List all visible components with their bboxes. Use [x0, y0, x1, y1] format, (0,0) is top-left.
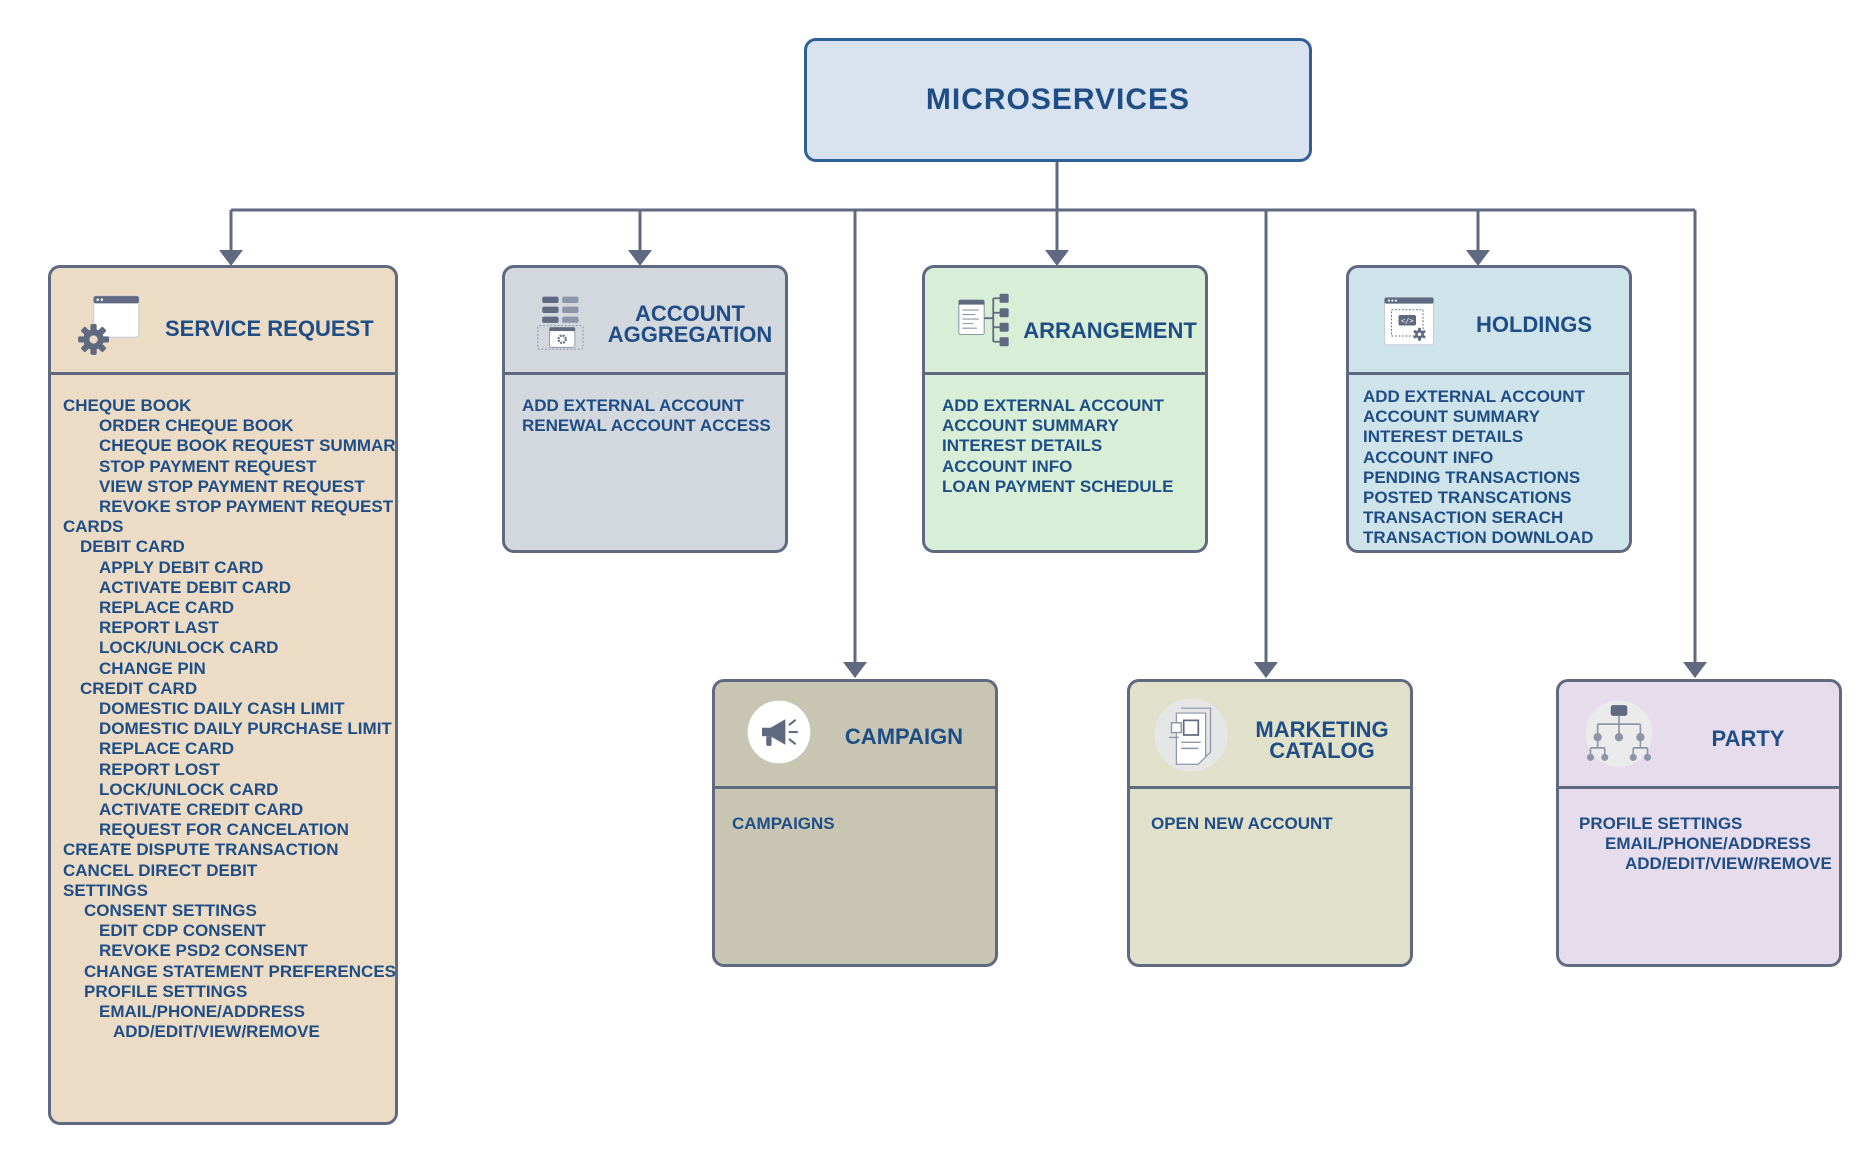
campaign-title: CAMPAIGN	[844, 723, 964, 749]
document-tree-icon	[958, 293, 1009, 347]
gear-window-icon	[78, 295, 140, 355]
list-item: TRANSACTION SERACH	[1363, 508, 1564, 528]
account-aggregation-box: ACCOUNT AGGREGATION ADD EXTERNAL ACCOUNT…	[502, 265, 788, 553]
arrangement-title: ARRANGEMENT	[1023, 317, 1197, 343]
list-item: EMAIL/PHONE/ADDRESS	[1559, 834, 1839, 854]
list-item: ORDER CHEQUE BOOK	[51, 416, 395, 436]
code-window-icon: </>	[1383, 296, 1435, 346]
list-item: OPEN NEW ACCOUNT	[1151, 814, 1333, 833]
service-request-box: SERVICE REQUEST CHEQUE BOOK ORDER CHEQUE…	[48, 265, 398, 1125]
account-aggregation-list: ADD EXTERNAL ACCOUNT RENEWAL ACCOUNT ACC…	[505, 396, 785, 436]
list-item: RENEWAL ACCOUNT ACCESS	[522, 416, 771, 436]
list-item: ACTIVATE CREDIT CARD	[51, 800, 395, 820]
marketing-catalog-list: OPEN NEW ACCOUNT	[1130, 814, 1410, 834]
list-item: EMAIL/PHONE/ADDRESS	[51, 1002, 395, 1022]
arrowhead-marketing-catalog	[1254, 662, 1278, 678]
marketing-catalog-header: MARKETING CATALOG	[1130, 682, 1410, 789]
list-item: EDIT CDP CONSENT	[51, 921, 395, 941]
arrangement-header: ARRANGEMENT	[925, 268, 1205, 375]
list-item: DOMESTIC DAILY CASH LIMIT	[51, 699, 395, 719]
service-request-header: SERVICE REQUEST	[51, 268, 395, 375]
list-item: DOMESTIC DAILY PURCHASE LIMIT	[51, 719, 395, 739]
service-request-title: SERVICE REQUEST	[165, 315, 374, 341]
root-title: MICROSERVICES	[925, 83, 1191, 116]
list-item: POSTED TRANSCATIONS	[1363, 488, 1572, 508]
list-item: PROFILE SETTINGS	[51, 982, 395, 1002]
arrangement-list: ADD EXTERNAL ACCOUNT ACCOUNT SUMMARY INT…	[925, 396, 1205, 497]
list-item: ADD EXTERNAL ACCOUNT	[942, 396, 1164, 415]
list-item: REPORT LAST	[51, 618, 395, 638]
list-item: ADD/EDIT/VIEW/REMOVE	[51, 1022, 395, 1042]
party-title: PARTY	[1711, 725, 1785, 751]
arrowhead-arrangement	[1045, 250, 1069, 266]
list-item: ACCOUNT SUMMARY	[942, 416, 1119, 436]
list-item: APPLY DEBIT CARD	[51, 558, 395, 578]
holdings-box: </> HOLDINGS ADD EXTERNAL ACCOUNT ACCOUN…	[1346, 265, 1632, 553]
list-item: LOAN PAYMENT SCHEDULE	[942, 476, 1174, 496]
list-item: CONSENT SETTINGS	[51, 901, 395, 921]
list-item: CANCEL DIRECT DEBIT	[63, 860, 258, 880]
megaphone-icon	[746, 699, 812, 765]
list-item: ACTIVATE DEBIT CARD	[51, 578, 395, 598]
marketing-catalog-box: MARKETING CATALOG OPEN NEW ACCOUNT	[1127, 679, 1413, 967]
list-item: CARDS	[63, 517, 124, 537]
list-item: ADD/EDIT/VIEW/REMOVE	[1559, 854, 1839, 874]
microservices-root-box: MICROSERVICES	[804, 38, 1312, 162]
party-list: PROFILE SETTINGS EMAIL/PHONE/ADDRESS ADD…	[1559, 814, 1839, 875]
list-item: CREDIT CARD	[51, 679, 395, 699]
list-item: ACCOUNT SUMMARY	[1363, 407, 1540, 427]
list-item: REVOKE STOP PAYMENT REQUEST	[51, 497, 395, 517]
campaign-header: CAMPAIGN	[715, 682, 995, 789]
database-settings-icon	[537, 296, 584, 350]
catalog-document-icon	[1154, 698, 1228, 772]
account-aggregation-title: ACCOUNT AGGREGATION	[607, 301, 773, 347]
arrowhead-holdings	[1466, 250, 1490, 266]
holdings-list: ADD EXTERNAL ACCOUNT ACCOUNT SUMMARY INT…	[1349, 387, 1629, 549]
list-item: REVOKE PSD2 CONSENT	[51, 941, 395, 961]
campaign-list: CAMPAIGNS	[715, 814, 995, 834]
list-item: PENDING TRANSACTIONS	[1363, 467, 1581, 487]
list-item: DEBIT CARD	[51, 537, 395, 557]
arrowhead-account-aggregation	[628, 250, 652, 266]
campaign-box: CAMPAIGN CAMPAIGNS	[712, 679, 998, 967]
list-item: LOCK/UNLOCK CARD	[51, 780, 395, 800]
holdings-title: HOLDINGS	[1475, 311, 1593, 337]
list-item: CAMPAIGNS	[732, 814, 835, 833]
party-box: PARTY PROFILE SETTINGS EMAIL/PHONE/ADDRE…	[1556, 679, 1842, 967]
list-item: CHANGE STATEMENT PREFERENCES	[51, 962, 395, 982]
list-item: ACCOUNT INFO	[1363, 447, 1494, 467]
list-item: CHANGE PIN	[51, 659, 395, 679]
svg-text:</>: </>	[1401, 317, 1414, 325]
org-hierarchy-icon	[1585, 700, 1653, 767]
arrowhead-party	[1683, 662, 1707, 678]
party-header: PARTY	[1559, 682, 1839, 789]
list-item: REQUEST FOR CANCELATION	[51, 820, 395, 840]
list-item: CHEQUE BOOK	[63, 396, 192, 415]
list-item: ACCOUNT INFO	[942, 456, 1073, 476]
list-item: LOCK/UNLOCK CARD	[51, 638, 395, 658]
arrowhead-campaign	[843, 662, 867, 678]
list-item: INTEREST DETAILS	[1363, 427, 1524, 447]
marketing-catalog-title: MARKETING CATALOG	[1255, 717, 1389, 763]
arrangement-box: ARRANGEMENT ADD EXTERNAL ACCOUNT ACCOUNT…	[922, 265, 1208, 553]
arrowhead-service-request	[219, 250, 243, 266]
list-item: REPLACE CARD	[51, 739, 395, 759]
list-item: INTEREST DETAILS	[942, 436, 1103, 456]
list-item: STOP PAYMENT REQUEST	[51, 457, 395, 477]
list-item: REPORT LOST	[51, 760, 395, 780]
list-item: CHEQUE BOOK REQUEST SUMMARY	[51, 436, 395, 456]
list-item: REPLACE CARD	[51, 598, 395, 618]
list-item: PROFILE SETTINGS	[1579, 814, 1743, 833]
holdings-header: </> HOLDINGS	[1349, 268, 1629, 375]
list-item: CREATE DISPUTE TRANSACTION	[63, 840, 339, 860]
account-aggregation-header: ACCOUNT AGGREGATION	[505, 268, 785, 375]
list-item: TRANSACTION DOWNLOAD	[1363, 528, 1594, 548]
list-item: ADD EXTERNAL ACCOUNT	[522, 396, 744, 415]
list-item: VIEW STOP PAYMENT REQUEST	[51, 477, 395, 497]
service-request-list: CHEQUE BOOK ORDER CHEQUE BOOK CHEQUE BOO…	[51, 396, 395, 1043]
list-item: SETTINGS	[63, 880, 149, 900]
list-item: ADD EXTERNAL ACCOUNT	[1363, 387, 1585, 406]
